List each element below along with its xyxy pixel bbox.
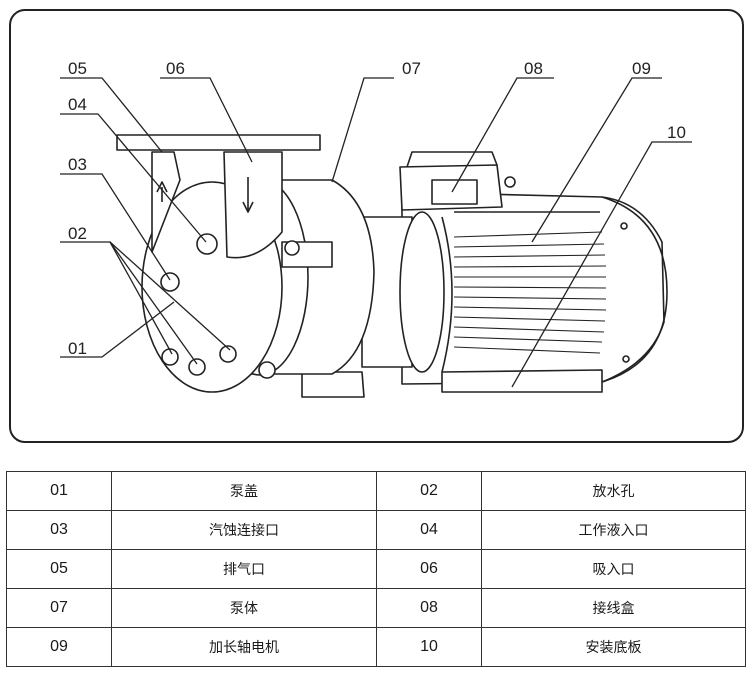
part-code: 01 (6, 471, 112, 511)
callout-03: 03 (68, 155, 87, 174)
terminal-box (399, 151, 516, 211)
callout-04: 04 (68, 95, 87, 114)
part-name: 吸入口 (481, 549, 746, 589)
table-row: 05 排气口 06 吸入口 (6, 549, 746, 589)
part-code: 03 (6, 510, 112, 550)
callout-06: 06 (166, 59, 185, 78)
table-row: 07 泵体 08 接线盒 (6, 588, 746, 628)
callout-09: 09 (632, 59, 651, 78)
part-name: 接线盒 (481, 588, 746, 628)
table-row: 09 加长轴电机 10 安装底板 (6, 627, 746, 667)
base-plate (441, 369, 603, 393)
callout-08: 08 (524, 59, 543, 78)
leader-lines (60, 77, 692, 388)
callout-10: 10 (667, 123, 686, 142)
part-name: 工作液入口 (481, 510, 746, 550)
part-name: 汽蚀连接口 (111, 510, 377, 550)
callout-01: 01 (68, 339, 87, 358)
part-code: 08 (376, 588, 482, 628)
callout-05: 05 (68, 59, 87, 78)
part-code: 05 (6, 549, 112, 589)
part-code: 04 (376, 510, 482, 550)
pump-figure-frame: 01 02 03 04 05 06 07 08 09 10 (9, 9, 744, 443)
part-code: 02 (376, 471, 482, 511)
callout-07: 07 (402, 59, 421, 78)
pump-diagram: 01 02 03 04 05 06 07 08 09 10 (60, 59, 692, 398)
part-name: 排气口 (111, 549, 377, 589)
table-row: 01 泵盖 02 放水孔 (6, 471, 746, 511)
part-code: 09 (6, 627, 112, 667)
part-code: 07 (6, 588, 112, 628)
part-name: 安装底板 (481, 627, 746, 667)
parts-table: 01 泵盖 02 放水孔 03 汽蚀连接口 04 工作液入口 05 排气口 06… (6, 471, 746, 667)
callout-02: 02 (68, 224, 87, 243)
part-name: 加长轴电机 (111, 627, 377, 667)
flange (116, 134, 321, 259)
table-row: 03 汽蚀连接口 04 工作液入口 (6, 510, 746, 550)
part-name: 放水孔 (481, 471, 746, 511)
part-code: 06 (376, 549, 482, 589)
motor (401, 191, 668, 385)
part-name: 泵体 (111, 588, 377, 628)
part-code: 10 (376, 627, 482, 667)
part-name: 泵盖 (111, 471, 377, 511)
